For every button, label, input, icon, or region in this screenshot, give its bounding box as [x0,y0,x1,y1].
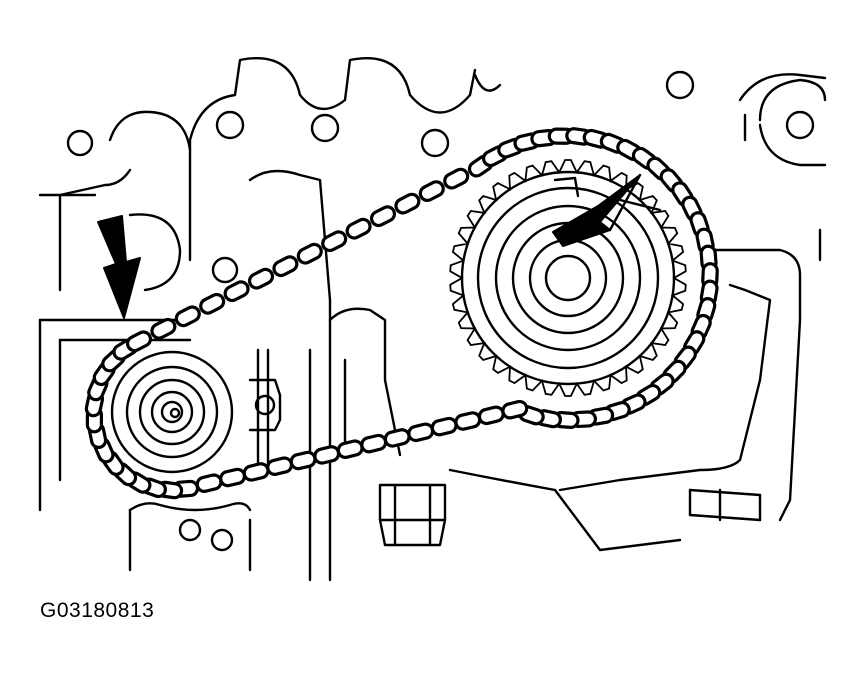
chain-link [430,416,458,437]
chain-link [360,433,388,454]
chain-link [369,205,397,228]
chain-link [477,405,505,426]
chain-link [219,467,247,488]
chain-link [454,411,482,431]
arrow-down-icon [97,215,141,319]
timing-chain-diagram [38,57,827,582]
chain-link [150,317,177,340]
chain-link [289,450,317,471]
arrow-pointer-icon [552,173,642,247]
chain-link [174,305,201,328]
camshaft-sprocket-teeth [449,159,687,397]
chain-link [394,192,421,215]
chain-link [321,230,348,253]
lower-bolt [378,483,447,547]
chain-link [199,292,226,315]
chain-link [418,180,445,202]
chain-link [383,428,411,448]
chain-link [407,422,435,443]
camshaft-sprocket [449,159,687,397]
chain-link [266,456,294,476]
figure-code-label: G03180813 [40,599,155,622]
chain-link [313,445,341,465]
chain-link [247,267,275,290]
chain-link [272,255,299,278]
chain-link [336,439,364,459]
crankshaft-sprocket [110,350,234,474]
chain-link [345,217,372,240]
timing-chain [84,127,719,500]
chain-link [242,462,270,482]
bolt-holes [66,70,827,552]
chain-link [223,280,250,303]
tensioner-bolt [248,348,282,472]
chain-link [195,473,223,493]
chain-link [443,167,470,190]
chain-link [296,242,323,265]
chain-link [125,330,153,353]
